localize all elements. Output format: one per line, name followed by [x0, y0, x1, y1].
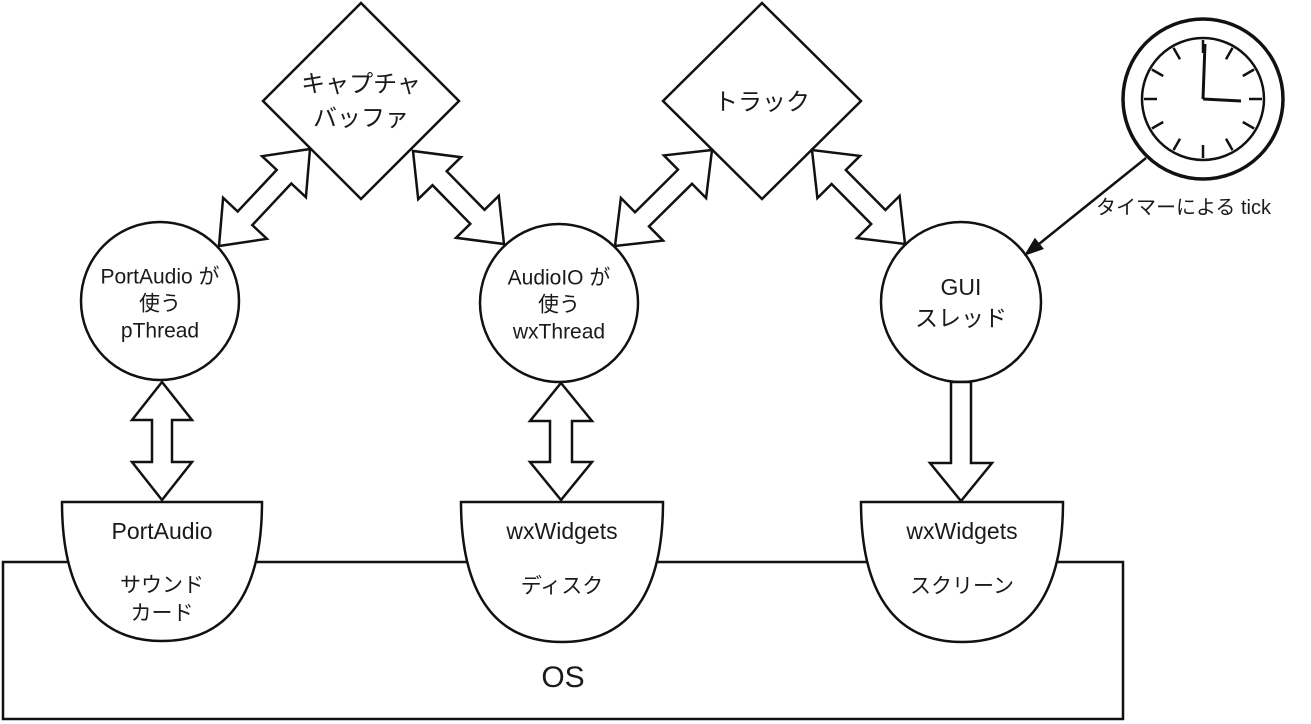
- soundcard-label: サウンド カード: [120, 574, 204, 625]
- portaudio-api-label: PortAudio: [111, 518, 213, 544]
- clock-tick: [1172, 47, 1182, 60]
- portaudio-soundcard-interface: [60, 500, 264, 643]
- clock-minute-hand: [1201, 43, 1207, 100]
- track-label: トラック: [714, 89, 810, 116]
- pthread-circle: [79, 220, 241, 382]
- arrow-capture-pthread: [217, 147, 312, 248]
- wxthread-circle: [478, 222, 640, 384]
- clock-icon: [1121, 17, 1285, 181]
- arrow-wxthread-wxwidgets: [527, 381, 595, 502]
- capture-buffer-label: キャプチャ バッファ: [301, 71, 421, 132]
- clock-hour-hand: [1202, 97, 1242, 103]
- wxwidgets-screen-interface: [859, 500, 1065, 644]
- clock-tick: [1151, 68, 1164, 78]
- clock-tick: [1151, 120, 1164, 130]
- wxwidgets-disk-interface: [459, 500, 665, 644]
- clock-tick: [1242, 68, 1255, 78]
- arrow-pthread-portaudio: [129, 379, 195, 503]
- os-label: OS: [541, 661, 585, 694]
- timer-leader-line: [1033, 157, 1147, 249]
- clock-tick: [1224, 138, 1234, 151]
- timer-tick-label: タイマーによる tick: [1096, 197, 1271, 219]
- clock-tick: [1224, 47, 1234, 60]
- gui-thread-label: GUI スレッド: [915, 274, 1007, 331]
- arrow-capture-wxthread: [411, 149, 506, 246]
- disk-label: ディスク: [520, 575, 604, 598]
- wxwidgets-screen-api-label: wxWidgets: [906, 518, 1018, 544]
- clock-tick: [1172, 138, 1182, 151]
- screen-label: スクリーン: [910, 575, 1014, 598]
- arrow-track-gui: [810, 148, 907, 246]
- timer-arrowhead: [1023, 237, 1044, 256]
- wxwidgets-disk-api-label: wxWidgets: [506, 518, 618, 544]
- clock-tick: [1242, 120, 1255, 130]
- capture-buffer-diamond: [261, 1, 461, 201]
- pthread-label: PortAudio が 使う pThread: [100, 265, 220, 343]
- arrow-track-wxthread: [613, 148, 714, 248]
- wxthread-label: AudioIO が 使う wxThread: [507, 266, 611, 344]
- clock-ticks: [1144, 40, 1262, 158]
- arrow-gui-wxwidgets: [927, 380, 995, 503]
